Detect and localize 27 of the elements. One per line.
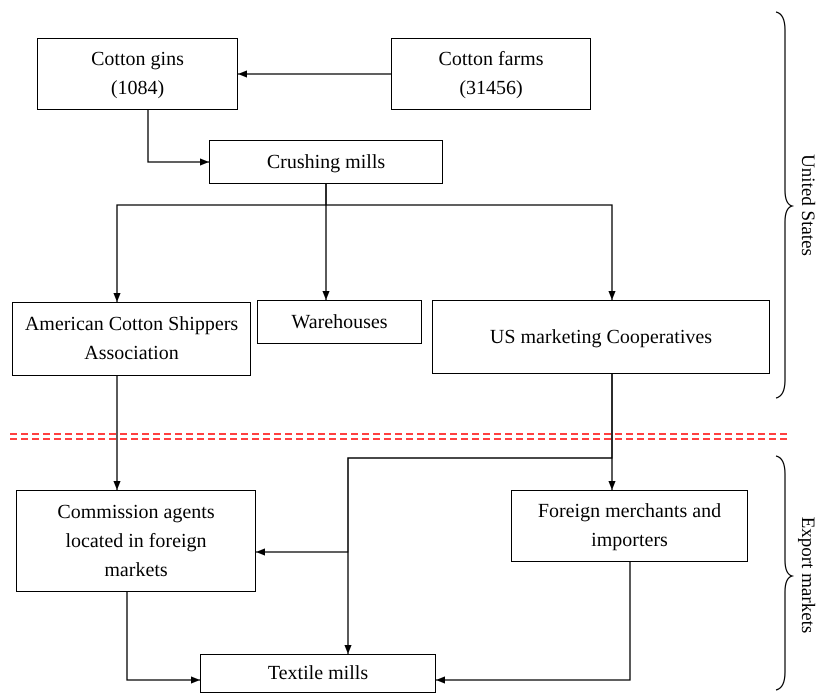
process-box bbox=[16, 490, 256, 592]
arrow bbox=[126, 592, 200, 684]
arrow bbox=[147, 110, 209, 166]
arrow bbox=[325, 184, 616, 300]
box-label: Crushing mills bbox=[266, 150, 386, 174]
arrow bbox=[344, 374, 613, 654]
region-label: United States bbox=[797, 154, 817, 256]
process-box bbox=[37, 38, 238, 110]
process-box bbox=[511, 490, 748, 562]
process-box bbox=[12, 302, 251, 376]
process-box bbox=[432, 300, 770, 374]
process-box bbox=[391, 38, 591, 110]
region-label: Export markets bbox=[797, 516, 817, 634]
arrow bbox=[436, 562, 631, 684]
box-label: Textile mills bbox=[268, 661, 368, 686]
arrow bbox=[113, 376, 121, 490]
arrow bbox=[238, 70, 391, 78]
process-box bbox=[200, 654, 436, 693]
box-label: US marketing Cooperatives bbox=[490, 324, 712, 350]
box-label: American Cotton Shippers Association bbox=[24, 312, 240, 366]
box-label: Warehouses bbox=[291, 310, 388, 334]
process-box bbox=[257, 300, 422, 344]
box-label: Cotton gins (1084) bbox=[90, 47, 185, 101]
box-label: Commission agents located in foreign markets bbox=[56, 500, 216, 582]
process-box bbox=[209, 140, 443, 184]
box-label: Cotton farms (31456) bbox=[438, 47, 544, 101]
box-label: Foreign merchants and importers bbox=[536, 499, 722, 553]
